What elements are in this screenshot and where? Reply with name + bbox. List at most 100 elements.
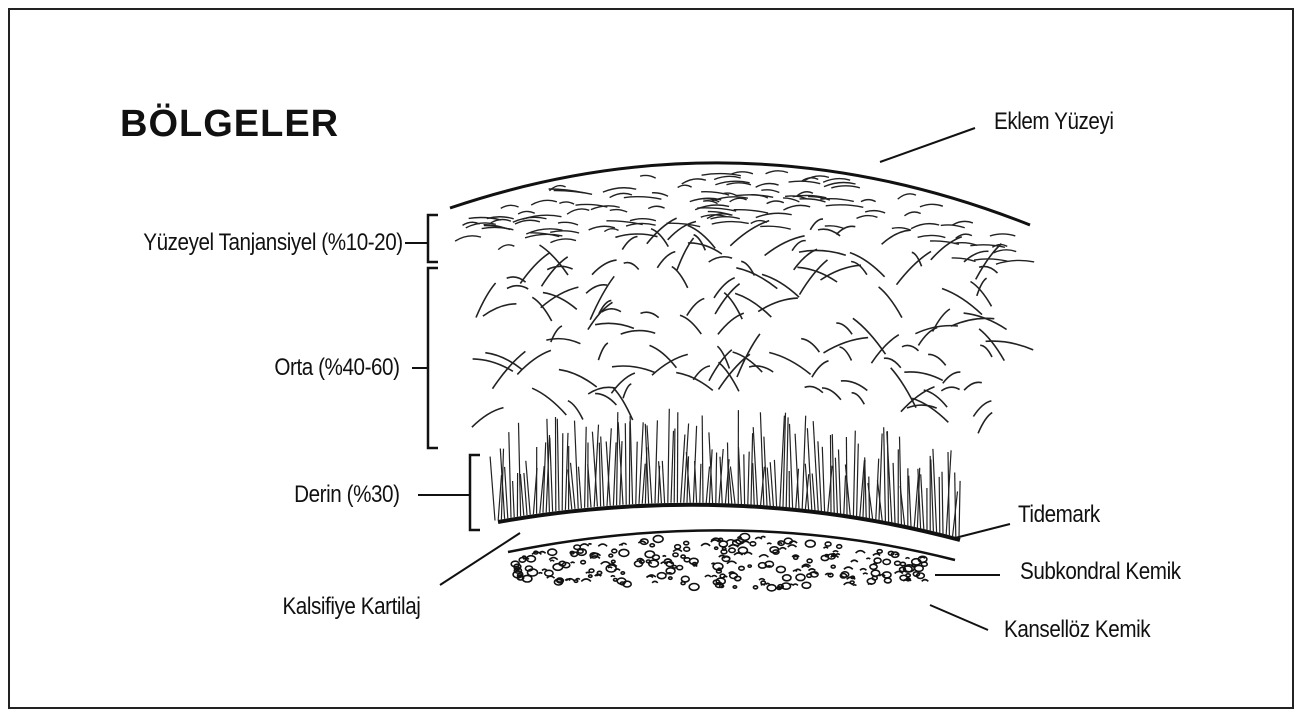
deep-fiber (845, 465, 850, 516)
deep-fiber (802, 416, 806, 509)
middle-fiber (592, 260, 617, 275)
deep-fiber (655, 420, 657, 503)
surface-fiber (990, 234, 1015, 236)
deep-fiber (955, 473, 956, 537)
deep-fiber (748, 452, 749, 505)
bone-trabecula (895, 554, 898, 555)
surface-fiber (941, 225, 965, 228)
deep-fiber (744, 454, 745, 504)
deep-fiber (585, 427, 587, 508)
bone-trabecula (574, 580, 577, 582)
surface-fiber (701, 192, 729, 195)
superficial-fibers (455, 171, 1034, 264)
bone-trabecula (588, 544, 591, 545)
deep-fiber (939, 477, 940, 533)
surface-fiber (952, 221, 972, 225)
bone-trabecula (793, 584, 798, 585)
bone-trabecula (870, 564, 877, 569)
bone-trabecula (779, 548, 786, 550)
middle-fiber (904, 372, 943, 381)
bone-trabecula (721, 550, 727, 554)
middle-fiber (841, 381, 867, 391)
bone-trabecula (767, 543, 771, 544)
bone-trabecula (729, 548, 735, 552)
middle-fiber (598, 343, 608, 360)
deep-fiber (832, 434, 834, 513)
diagram-title: BÖLGELER (120, 103, 339, 146)
surface-fiber (714, 176, 741, 179)
label-cancellous-bone: Kansellöz Kemik (1004, 616, 1150, 644)
leader-surface (880, 128, 975, 162)
surface-fiber (624, 197, 662, 199)
middle-fiber (891, 368, 916, 408)
bone-trabecula (681, 555, 685, 558)
middle-fiber (918, 328, 937, 346)
deep-fiber (884, 427, 886, 521)
bone-trabecula (652, 581, 658, 582)
label-deep-zone: Derin (%30) (295, 481, 400, 509)
surface-fiber (856, 216, 877, 219)
middle-fiber (730, 221, 769, 246)
middle-fiber (693, 366, 710, 380)
middle-fiber (941, 387, 959, 391)
bone-trabecula (539, 573, 543, 574)
middle-fiber (651, 229, 668, 247)
bone-trabecula (664, 559, 672, 561)
bone-trabecula (863, 573, 868, 574)
surface-fiber (974, 259, 1007, 261)
bone-trabecula (586, 572, 590, 573)
bone-trabecula (701, 544, 710, 546)
deep-fiber (767, 468, 770, 506)
surface-fiber (861, 200, 876, 202)
surface-fiber (652, 193, 668, 196)
bone-trabecula (621, 543, 627, 544)
label-tidemark: Tidemark (1018, 501, 1100, 529)
bone-trabecula (824, 547, 829, 548)
middle-fiber (547, 266, 572, 269)
bone-trabecula (856, 551, 866, 553)
surface-fiber (603, 188, 636, 192)
surface-fiber (918, 235, 946, 237)
bone-trabecula (545, 570, 553, 576)
bone-trabecula (522, 556, 526, 557)
middle-fiber (943, 372, 961, 383)
middle-fiber (641, 312, 659, 317)
surface-fiber (734, 210, 768, 213)
bone-trabecula (571, 562, 575, 563)
surface-fiber (469, 217, 501, 219)
leader-tidemark (955, 524, 1010, 538)
bone-trabecula (589, 575, 592, 577)
deep-fiber (671, 431, 674, 503)
bone-trabecula (720, 574, 725, 578)
surface-fiber (559, 202, 574, 204)
bone-trabecula (675, 545, 681, 549)
surface-fiber (567, 209, 589, 214)
surface-fiber (726, 183, 750, 185)
deep-fiber (509, 432, 511, 518)
bone-trabecula (673, 566, 677, 569)
middle-fiber (765, 236, 805, 256)
surface-fiber (515, 220, 540, 224)
bone-trabecula (915, 565, 924, 571)
deep-fiber (550, 438, 553, 512)
middle-fiber (792, 241, 806, 251)
middle-fiber (715, 284, 740, 314)
deep-fiber (662, 461, 664, 503)
surface-fiber (558, 222, 578, 225)
middle-fiber (821, 265, 862, 280)
bone-trabecula (621, 572, 624, 574)
surface-fiber (550, 239, 576, 243)
deep-fiber (959, 481, 960, 538)
bone-trabecula (598, 544, 607, 546)
deep-fiber (770, 462, 773, 506)
middle-fiber (483, 304, 517, 316)
deep-fiber (642, 464, 645, 504)
bone-trabecula (807, 559, 812, 563)
bone-trabecula (677, 566, 683, 570)
bone-trabecula (663, 556, 666, 557)
deep-fiber (831, 435, 832, 512)
bone-trabecula (761, 536, 765, 537)
deep-fiber (557, 419, 559, 511)
middle-fiber (879, 287, 902, 318)
bone-trabecula (684, 547, 690, 551)
